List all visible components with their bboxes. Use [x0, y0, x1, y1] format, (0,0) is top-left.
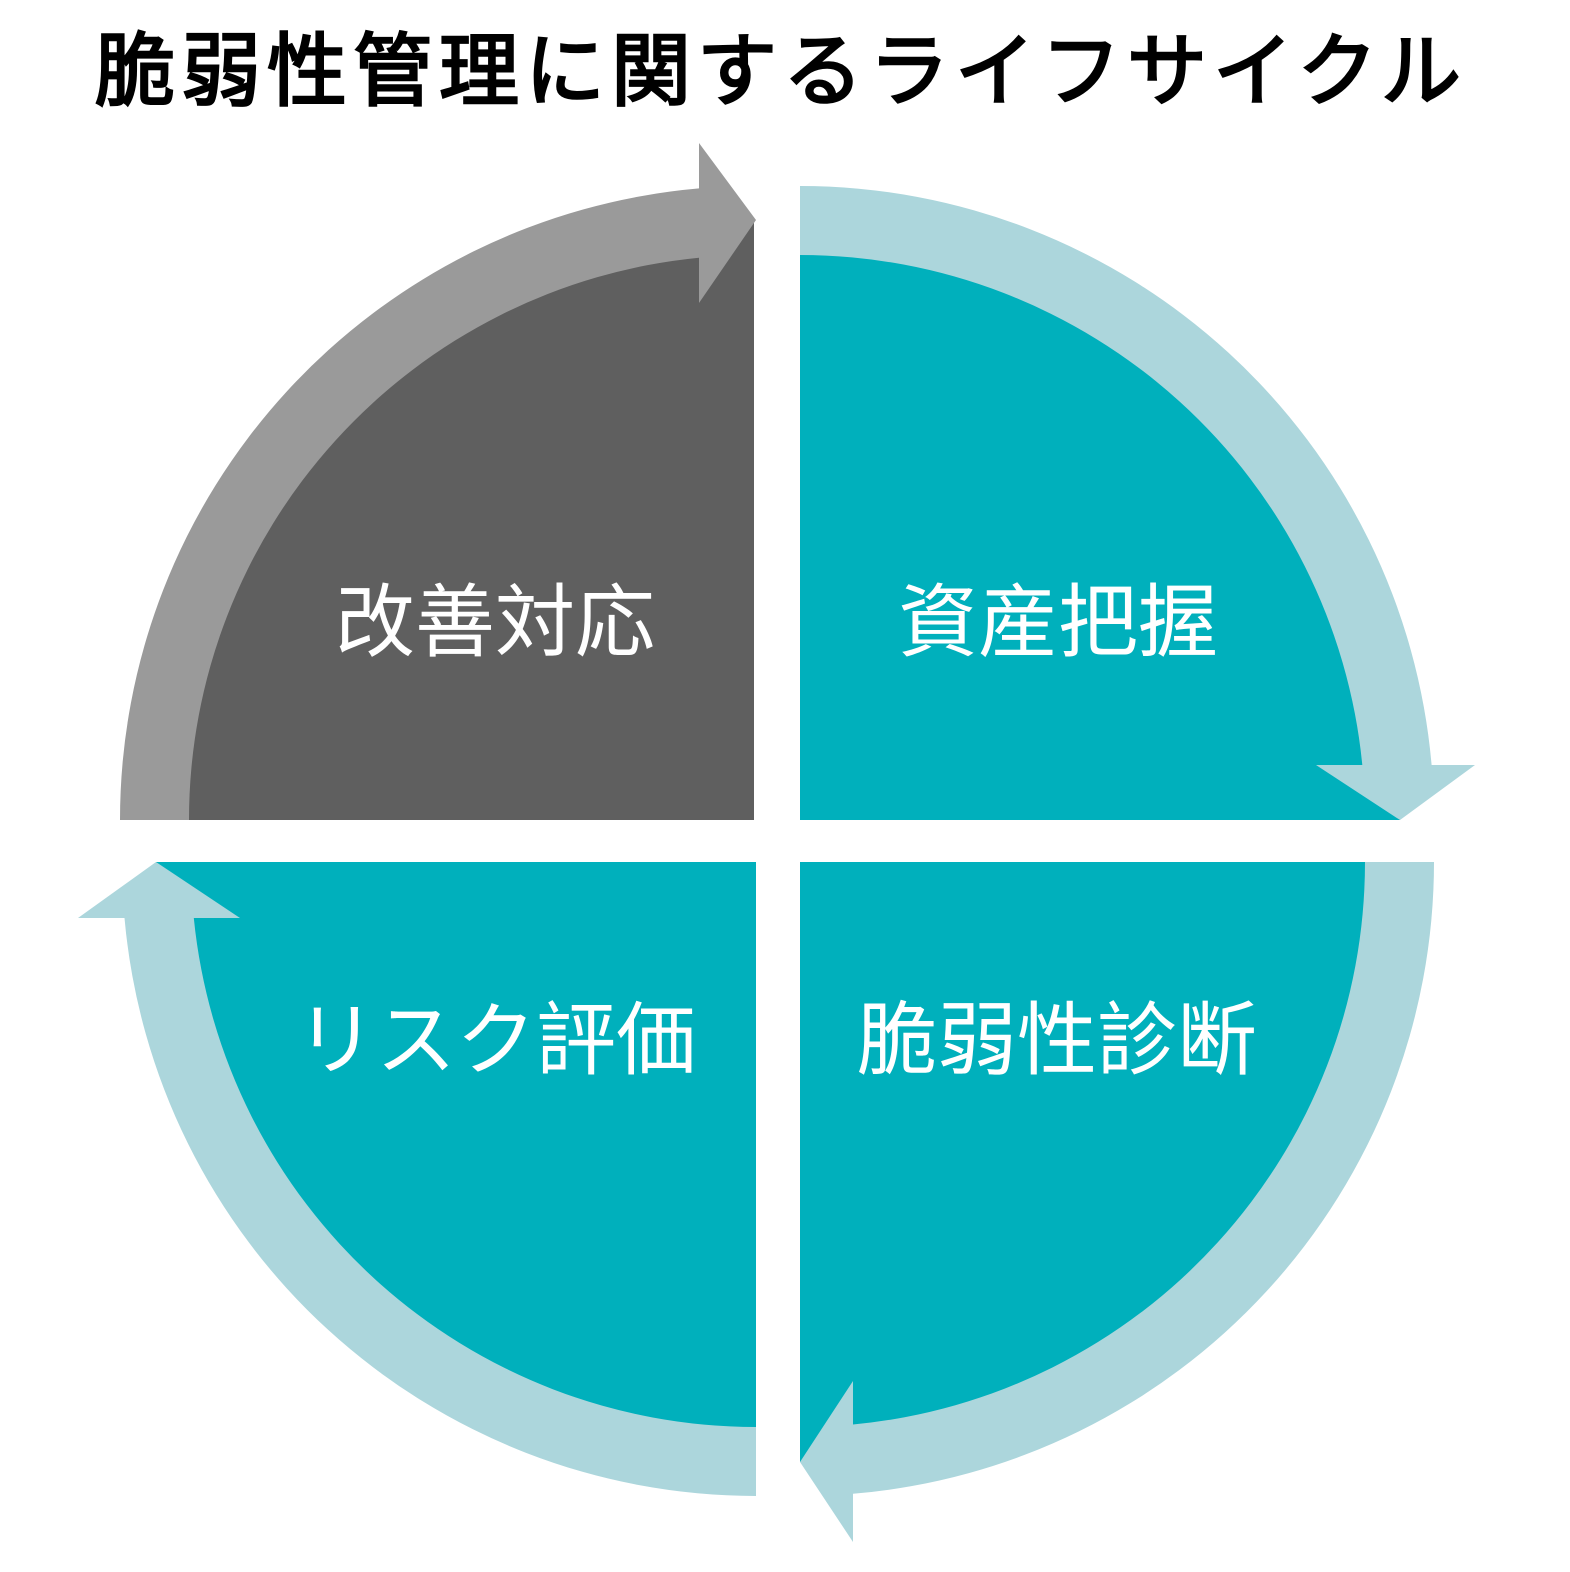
- curved-arrow-down-icon: [800, 186, 1475, 820]
- label-asset-inventory: 資産把握: [898, 576, 1218, 669]
- quadrant-risk-assessment: [156, 862, 756, 1462]
- curved-arrow-left-icon: [800, 862, 1434, 1542]
- quadrant-asset-inventory: [800, 220, 1400, 820]
- quadrant-vulnerability-scan: [800, 862, 1400, 1462]
- diagram-title: 脆弱性管理に関するライフサイクル: [95, 25, 1467, 118]
- curved-arrow-up-icon: [78, 862, 756, 1496]
- label-vulnerability-scan: 脆弱性診断: [857, 994, 1257, 1087]
- label-improvement: 改善対応: [335, 576, 655, 669]
- quadrant-improvement: [154, 220, 754, 820]
- label-risk-assessment: リスク評価: [296, 994, 696, 1087]
- curved-arrow-right-icon: [120, 143, 756, 820]
